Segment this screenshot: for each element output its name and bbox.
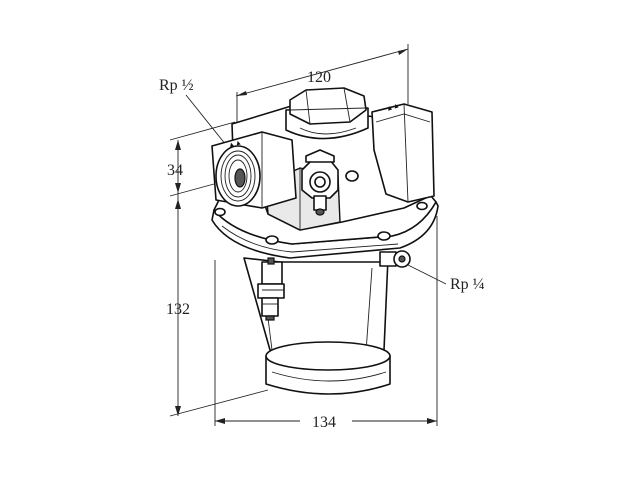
dimension-lines (169, 44, 447, 426)
inlet-boss: ▲▲ (211, 131, 297, 209)
impulse-thread-label: Rp ¼ (450, 276, 485, 293)
valve-body: ▲▲ ▲▲ (211, 87, 439, 395)
dimension-width-top: 120 (307, 69, 331, 86)
flange-screws (214, 201, 428, 245)
inlet-thread-label: Rp ½ (159, 77, 194, 94)
dimension-width-bottom: 134 (312, 414, 336, 431)
outlet-boss: ▲▲ (371, 102, 435, 203)
svg-text:▲▲: ▲▲ (227, 139, 242, 149)
top-cap (285, 87, 369, 140)
vent-fitting (257, 257, 285, 321)
svg-text:▲▲: ▲▲ (385, 102, 400, 113)
impulse-port (379, 250, 411, 268)
adjustment-nut (301, 149, 339, 216)
dimension-height-total: 132 (166, 301, 190, 318)
side-nut (345, 170, 359, 182)
dimension-height-inlet: 34 (167, 162, 183, 179)
